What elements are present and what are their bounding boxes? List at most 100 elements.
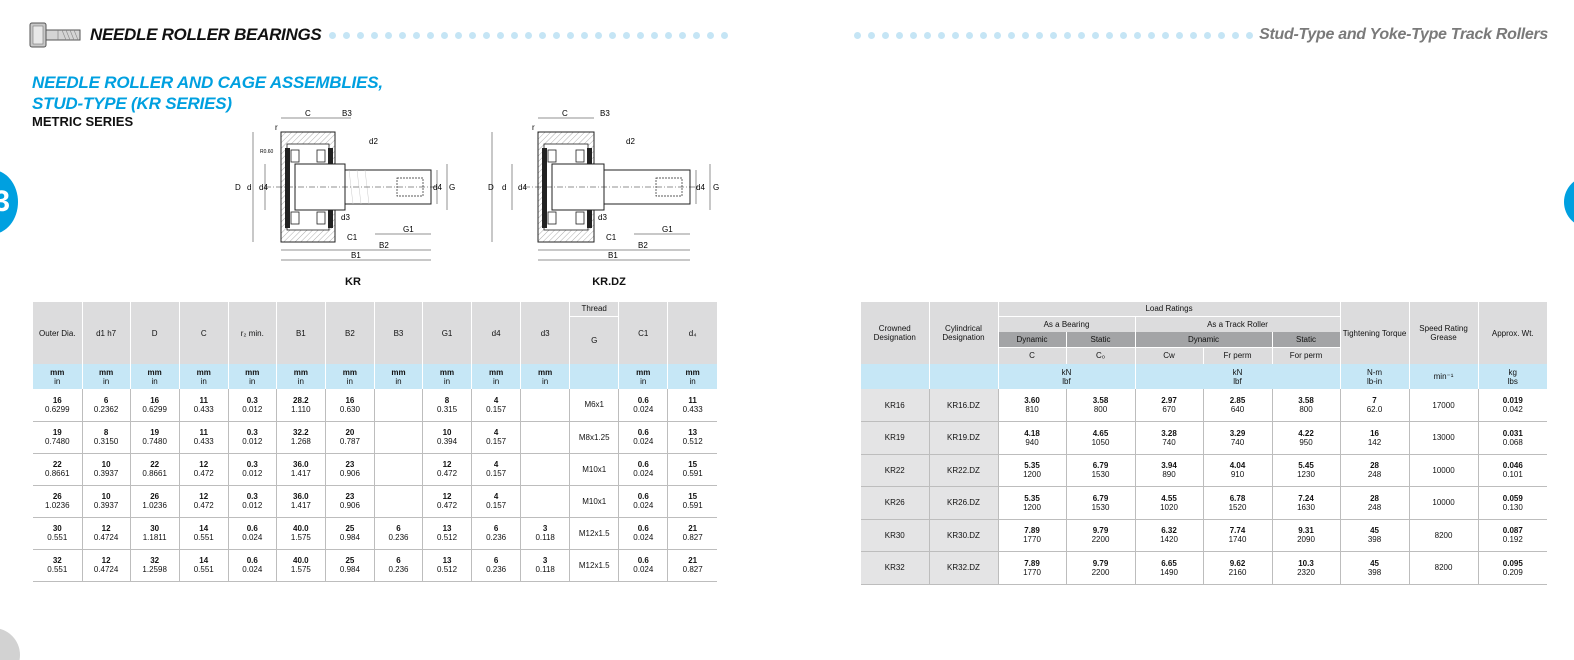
cell-value: M10x1 [582, 464, 607, 474]
dot-leader [854, 31, 1254, 39]
cell-value: M8x1.25 [578, 432, 610, 442]
leader-dot [1078, 31, 1086, 39]
unit-metric: mm [685, 367, 700, 377]
cell-metric-value: 0.6 [637, 428, 649, 437]
cell-metric-value: 7.74 [1229, 526, 1246, 536]
cell-metric-value: 12 [101, 556, 111, 565]
unit-metric: mm [196, 367, 211, 377]
cylindrical-designation: KR16.DZ [928, 389, 998, 422]
dim-label-d: d [502, 183, 506, 192]
leader-dot [980, 31, 988, 39]
unit-metric: mm [391, 367, 406, 377]
dim-label-r: r [532, 123, 535, 132]
cell-metric-value: 40.0 [293, 524, 309, 533]
cell-imperial-value: 0.209 [1502, 567, 1523, 577]
leader-dot [910, 31, 918, 39]
cell-metric-value: 6.79 [1092, 461, 1109, 471]
page-header-right: Stud-Type and Yoke-Type Track Rollers [846, 18, 1548, 52]
cell-metric-value: 21 [688, 556, 698, 565]
crowned-designation: KR30 [861, 519, 929, 552]
table-cell [373, 389, 423, 422]
cell-metric-value: 5.35 [1024, 461, 1040, 471]
table-cell: M8x1.25 [569, 421, 619, 454]
leader-dot [581, 31, 589, 39]
cell-metric-value: 2.85 [1229, 396, 1246, 405]
dim-label-d2: d2 [626, 137, 635, 146]
cell-imperial-value: 940 [1025, 437, 1039, 447]
units-cell [928, 364, 998, 389]
cell-metric-value: 6.79 [1092, 493, 1109, 503]
unit-lbf: lbf [1233, 376, 1242, 386]
header-right-title: Stud-Type and Yoke-Type Track Rollers [1259, 26, 1548, 43]
leader-dot [511, 31, 519, 39]
table-cell [520, 485, 570, 518]
col-outer-dia: Outer Dia. [33, 302, 83, 364]
leader-dot [896, 31, 904, 39]
cell-imperial-value: 1740 [1228, 535, 1247, 545]
cell-inch-value: 0.118 [535, 565, 555, 574]
cell-metric-value: 16 [150, 395, 160, 405]
cell-metric-value: 28 [1370, 461, 1379, 471]
unit-metric: mm [636, 367, 651, 377]
cell-metric-value: 0.6 [637, 556, 649, 565]
leader-dot [441, 31, 449, 39]
cell-imperial-value: 950 [1299, 437, 1313, 447]
cell-metric-value: 0.031 [1502, 428, 1523, 438]
cell-imperial-value: 0.068 [1502, 437, 1523, 447]
leader-dot [924, 31, 932, 39]
unit-kn: kN [1232, 367, 1243, 377]
cell-metric-value: 6 [493, 556, 499, 565]
chapter-number: 3 [0, 185, 10, 218]
cell-metric-value: 0.6 [637, 492, 649, 501]
dim-label-c: C [305, 109, 311, 118]
dim-label-G: G [713, 183, 719, 192]
cell-metric-value: 26 [52, 492, 62, 501]
cell-inch-value: 0.472 [437, 469, 458, 478]
dim-label-G: G [449, 183, 455, 192]
leader-dot [329, 31, 337, 39]
section-title: NEEDLE ROLLER AND CAGE ASSEMBLIES, STUD-… [32, 72, 383, 114]
crowned-designation: KR19 [861, 421, 929, 455]
cell-inch-value: 0.827 [682, 565, 703, 574]
cell-metric-value: 0.059 [1502, 493, 1523, 503]
cylindrical-designation: KR30.DZ [928, 519, 998, 552]
leader-dot [343, 31, 351, 39]
table-cell-speed: 10000 [1408, 454, 1479, 487]
cell-inch-value: 1.0236 [142, 501, 167, 510]
chapter-tab-marker-right [1564, 176, 1574, 228]
col-cw: Cw [1134, 346, 1203, 364]
unit-inch: in [102, 376, 110, 386]
cell-inch-value: 0.012 [242, 469, 263, 478]
leader-dot [469, 31, 477, 39]
cell-value: M10x1 [582, 496, 607, 506]
